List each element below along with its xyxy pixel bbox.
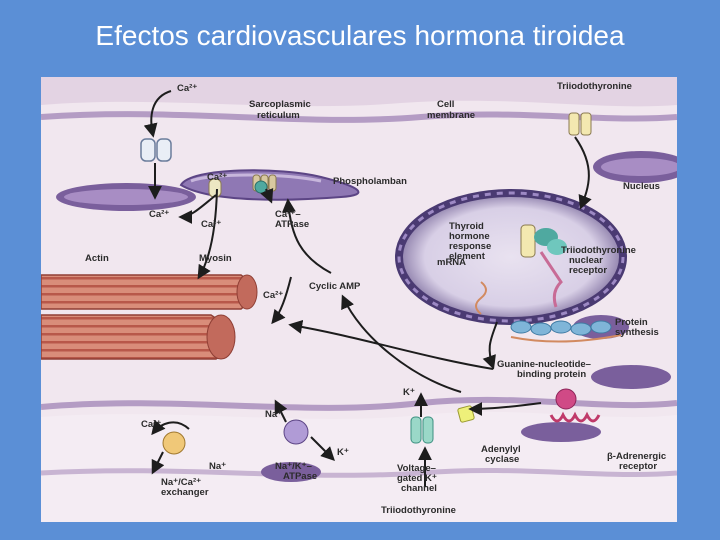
label-ca-mid: Ca²⁺	[201, 219, 221, 230]
label-cell-membrane-2: membrane	[427, 110, 475, 121]
slide-title: Efectos cardiovasculares hormona tiroide…	[0, 22, 720, 50]
myofibrils	[41, 275, 257, 359]
label-sarcoplasmic-1: Sarcoplasmic	[249, 99, 311, 110]
label-triiodothyronine-top: Triiodothyronine	[557, 81, 632, 92]
label-na-plus-exchanger: Na⁺	[209, 461, 226, 472]
label-actin: Actin	[85, 253, 109, 264]
label-k-plus-pump: K⁺	[337, 447, 349, 458]
label-nucleus: Nucleus	[623, 181, 660, 192]
label-na-plus-top: Na⁺	[265, 409, 282, 420]
label-beta-2: receptor	[619, 461, 657, 472]
label-ca-fiber: Ca²⁺	[263, 290, 283, 301]
label-cyclic-amp: Cyclic AMP	[309, 281, 361, 292]
label-cell-membrane-1: Cell	[437, 99, 454, 110]
label-myosin: Myosin	[199, 253, 232, 264]
label-ca-exchanger: Ca²⁺	[141, 419, 161, 430]
label-triiodothyronine-bottom: Triiodothyronine	[381, 505, 456, 516]
label-t3-receptor-3: receptor	[569, 265, 607, 276]
label-mrna: mRNA	[437, 257, 466, 268]
label-na-k-2: ATPase	[283, 471, 317, 482]
label-ca-top: Ca²⁺	[177, 83, 197, 94]
label-adenylyl-2: cyclase	[485, 454, 519, 465]
cardiac-myocyte-diagram: Ca²⁺ Sarcoplasmic reticulum Cell membran…	[41, 77, 677, 522]
label-sarcoplasmic-2: reticulum	[257, 110, 300, 121]
label-protein-2: synthesis	[615, 327, 659, 338]
label-exchanger-2: exchanger	[161, 487, 209, 498]
label-atpase-2: ATPase	[275, 219, 309, 230]
label-k-plus: K⁺	[403, 387, 415, 398]
label-voltage-3: channel	[401, 483, 437, 494]
label-ca-left: Ca²⁺	[149, 209, 169, 220]
label-ca-sr: Ca²⁺	[207, 172, 227, 183]
label-phospholamban: Phospholamban	[333, 176, 407, 187]
label-g-protein-2: binding protein	[517, 369, 586, 380]
